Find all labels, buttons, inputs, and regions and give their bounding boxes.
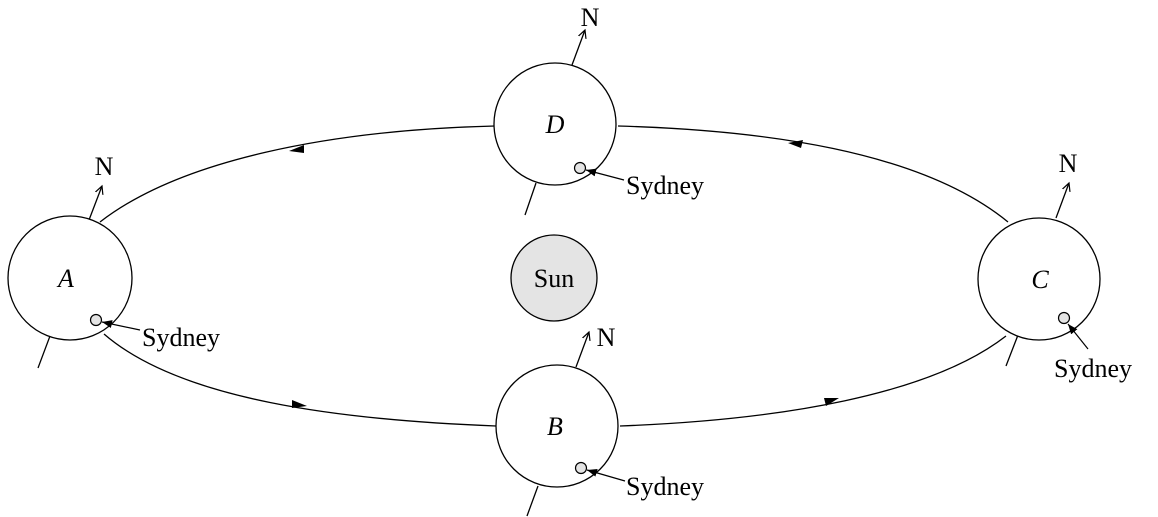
north-label-b: N	[597, 323, 616, 352]
north-label-c: N	[1059, 149, 1078, 178]
earth-position-b: B N Sydney	[495, 323, 704, 517]
earth-c-south-axis	[1005, 334, 1019, 367]
sydney-pointer-b	[586, 468, 626, 482]
earth-b-south-axis	[526, 485, 539, 517]
earth-d-south-axis	[524, 182, 537, 216]
orbit-arc-a-to-b	[103, 333, 497, 427]
position-label-c: C	[1031, 265, 1049, 294]
orbit-direction-arrow-bottom-left	[292, 400, 307, 408]
sydney-pointer-d	[585, 168, 625, 181]
sun	[510, 234, 598, 322]
earth-position-a: A N Sydney	[7, 152, 220, 369]
earth-b-north-axis	[575, 332, 589, 368]
orbit-direction-arrow-top-left	[289, 145, 304, 153]
sydney-pointer-a	[101, 320, 141, 331]
sydney-marker-b	[574, 461, 588, 475]
orbit-direction-arrow-top-right	[788, 140, 803, 148]
orbit-arc-c-to-d	[617, 125, 1009, 223]
orbit-arc-d-to-a	[99, 125, 496, 223]
earth-position-c: C N Sydney	[977, 149, 1132, 383]
sydney-label-c: Sydney	[1054, 354, 1132, 383]
sun-label: Sun	[534, 264, 574, 293]
earth-c	[977, 217, 1101, 341]
position-label-d: D	[545, 110, 565, 139]
orbit-arc-b-to-c	[619, 335, 1007, 427]
sydney-label-d: Sydney	[626, 171, 704, 200]
sydney-pointer-c	[1067, 323, 1089, 350]
earth-d	[493, 62, 617, 186]
orbit-direction-arrow-bottom-right	[824, 398, 839, 406]
earth-position-d: D N Sydney	[493, 3, 704, 216]
earth-c-north-axis	[1055, 183, 1069, 219]
earth-b	[495, 364, 619, 488]
earth-a-north-axis	[88, 186, 102, 221]
earth-a-south-axis	[37, 335, 51, 369]
earth-a	[7, 215, 133, 341]
sydney-marker-d	[573, 161, 587, 175]
north-label-d: N	[581, 3, 600, 32]
position-label-a: A	[56, 264, 74, 293]
position-label-b: B	[547, 412, 563, 441]
earth-d-north-axis	[571, 30, 585, 66]
sydney-label-a: Sydney	[142, 323, 220, 352]
sydney-label-b: Sydney	[626, 472, 704, 501]
north-label-a: N	[95, 152, 114, 181]
sydney-marker-a	[89, 313, 103, 327]
sydney-marker-c	[1057, 311, 1071, 325]
